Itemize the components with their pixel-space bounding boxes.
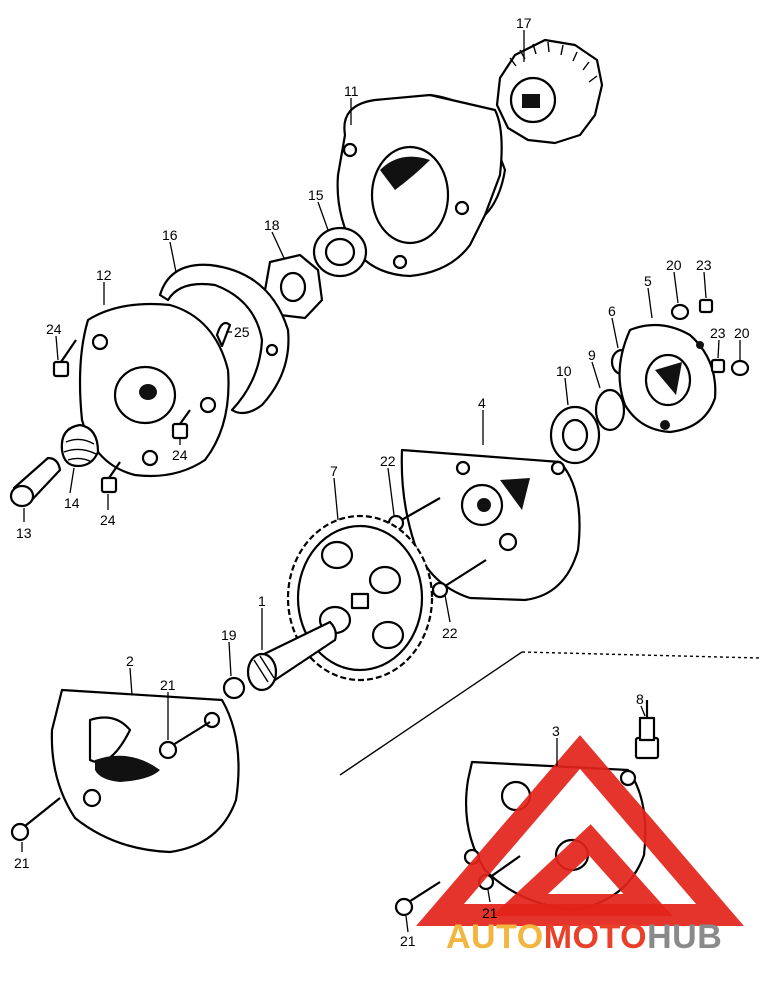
- callout-12: 12: [96, 267, 112, 283]
- callout-5: 5: [644, 273, 652, 289]
- callout-24: 24: [172, 447, 188, 463]
- callout-22: 22: [442, 625, 458, 641]
- callout-21: 21: [400, 933, 416, 949]
- callout-9: 9: [588, 347, 596, 363]
- callout-6: 6: [608, 303, 616, 319]
- leader-lines: [21, 30, 741, 933]
- callout-24: 24: [46, 321, 62, 337]
- inset-divider: [339, 651, 761, 776]
- callout-14: 14: [64, 495, 80, 511]
- part-24-screw: [100, 461, 121, 494]
- callout-23: 23: [696, 257, 712, 273]
- callout-21: 21: [160, 677, 176, 693]
- callout-7: 7: [330, 463, 338, 479]
- part-14-spring: [60, 423, 100, 468]
- callout-8: 8: [636, 691, 644, 707]
- watermark-logo: [416, 735, 744, 926]
- callout-21: 21: [14, 855, 30, 871]
- callout-16: 16: [162, 227, 178, 243]
- part-23-screw: [698, 298, 714, 314]
- part-21-bolt: [394, 881, 441, 917]
- callout-13: 13: [16, 525, 32, 541]
- part-9-rotor-ring: [594, 388, 626, 432]
- part-11-pump-housing: [336, 93, 507, 278]
- part-5-flange: [618, 323, 717, 434]
- part-24-screw: [52, 339, 77, 378]
- callout-15: 15: [308, 187, 324, 203]
- part-21-bolt: [158, 721, 211, 760]
- part-20-washer: [670, 303, 690, 321]
- callout-25: 25: [234, 324, 250, 340]
- part-22-bolt: [431, 559, 487, 599]
- callout-18: 18: [264, 217, 280, 233]
- callout-21: 21: [482, 905, 498, 921]
- callout-22: 22: [380, 453, 396, 469]
- part-4-pump-body: [400, 448, 581, 602]
- watermark-moto: MOTO: [543, 918, 648, 956]
- part-23-screw: [710, 358, 726, 374]
- part-2-left-cover: [50, 688, 240, 854]
- part-8-oil-pressure-switch: [634, 700, 660, 760]
- callout-23: 23: [710, 325, 726, 341]
- callout-labels: 17 11 15 18 16 12 24 25 24 14 13 24 4 10…: [14, 15, 750, 949]
- part-19-washer: [222, 676, 246, 700]
- part-1-pump-shaft: [246, 620, 337, 692]
- part-15-washer: [312, 226, 368, 278]
- callout-4: 4: [478, 395, 486, 411]
- part-25-pin: [215, 321, 232, 348]
- part-10-outer-rotor: [549, 405, 601, 465]
- callout-17: 17: [516, 15, 532, 31]
- callout-1: 1: [258, 593, 266, 609]
- callout-3: 3: [552, 723, 560, 739]
- watermark-auto: AUTO: [446, 918, 544, 956]
- part-12-pump-cover: [78, 302, 279, 478]
- part-24-screw: [171, 409, 191, 440]
- part-16-gasket: [158, 263, 290, 415]
- part-21-bolt: [10, 797, 61, 842]
- callout-24: 24: [100, 512, 116, 528]
- callout-20: 20: [666, 257, 682, 273]
- watermark-text: AUTOMOTOHUB: [446, 918, 766, 957]
- callout-11: 11: [344, 83, 359, 99]
- part-13-relief-plunger: [9, 456, 62, 508]
- part-20-washer: [730, 359, 750, 377]
- callout-20: 20: [734, 325, 750, 341]
- callout-19: 19: [221, 627, 237, 643]
- part-17-drive-gear: [495, 38, 604, 145]
- callout-10: 10: [556, 363, 572, 379]
- watermark-hub: HUB: [647, 918, 723, 956]
- callout-2: 2: [126, 653, 134, 669]
